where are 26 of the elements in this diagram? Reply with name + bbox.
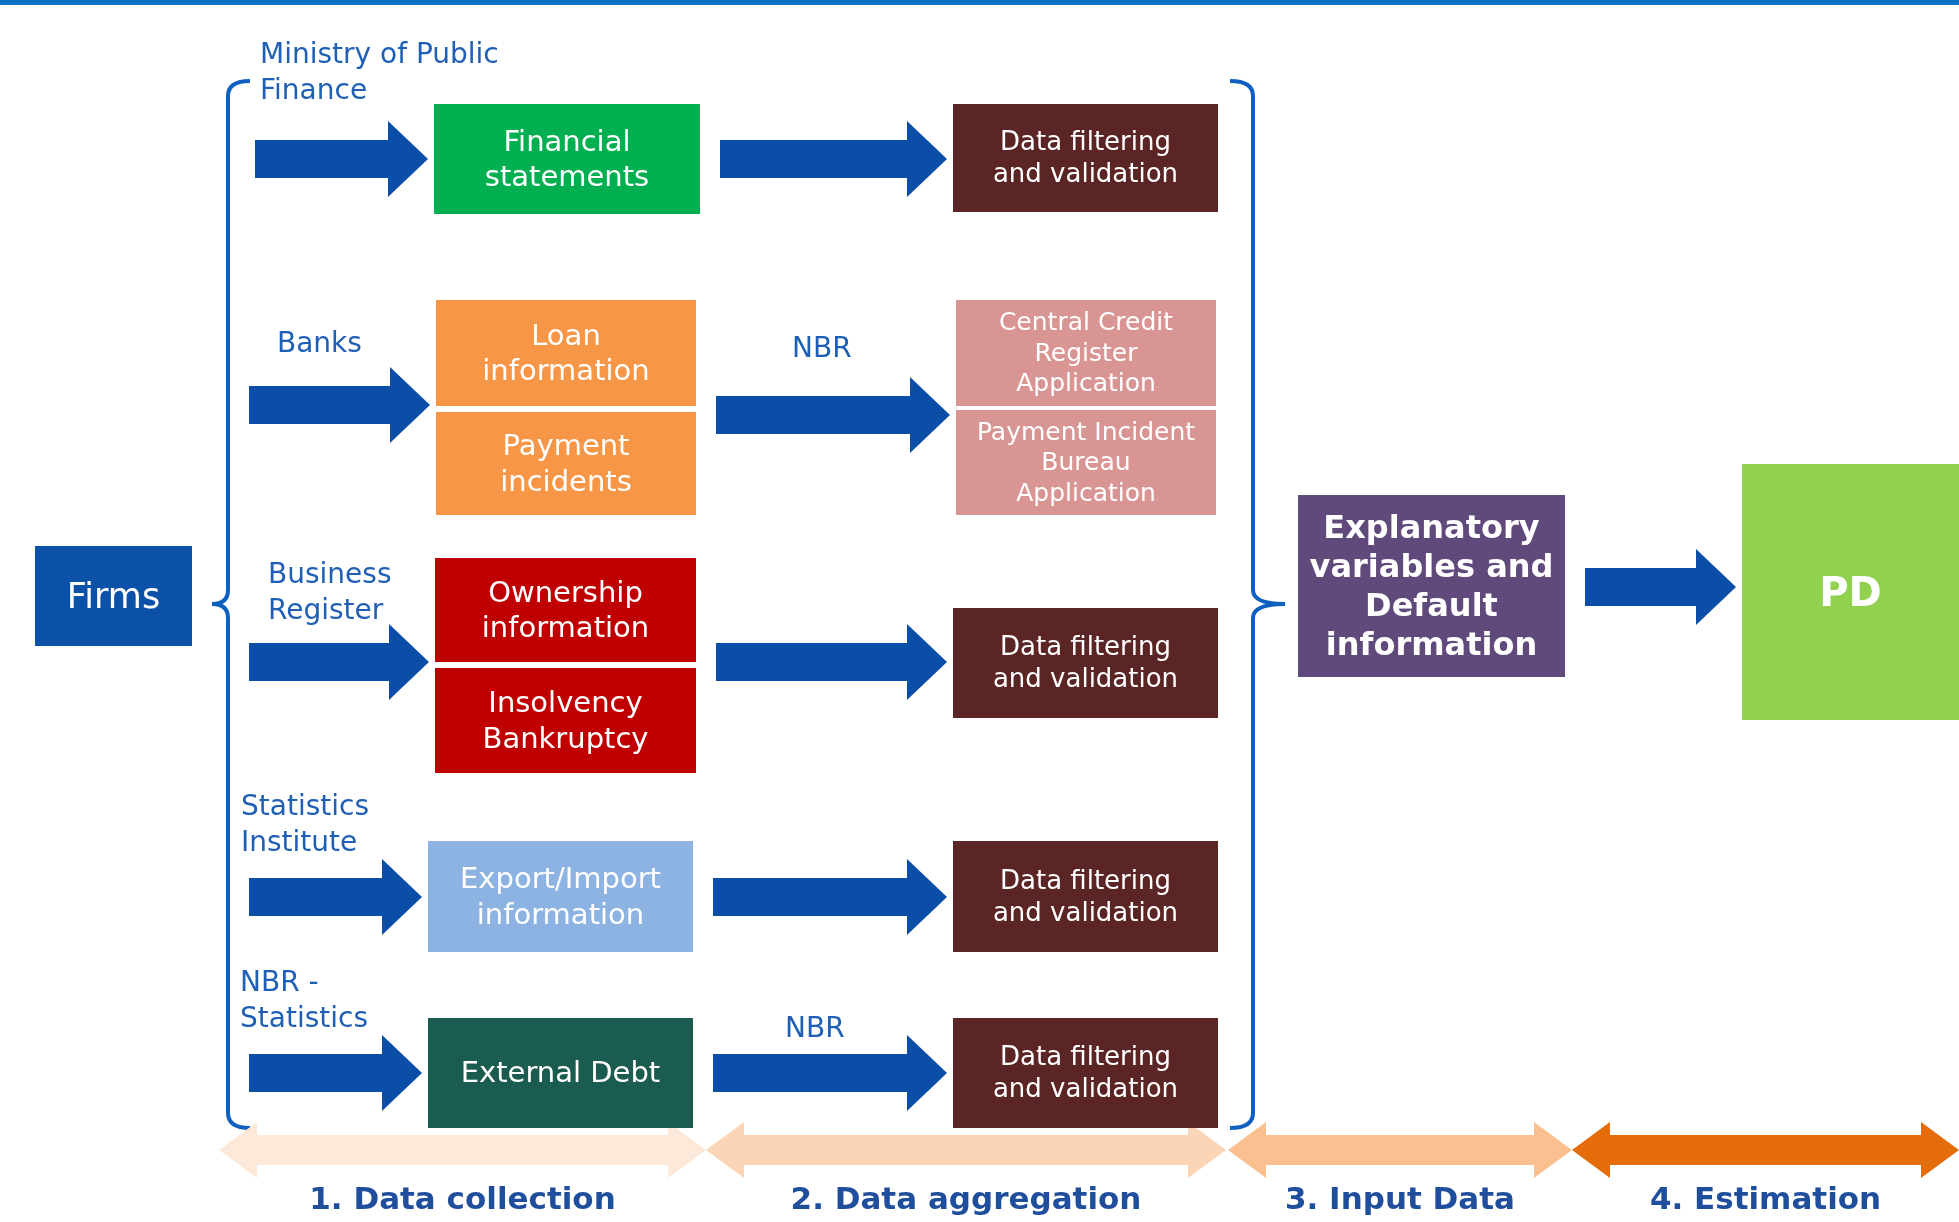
data-box: Export/Import information	[428, 841, 693, 952]
input-data-box: Explanatory variables and Default information	[1298, 495, 1565, 677]
stage-label: 3. Input Data	[1284, 1180, 1516, 1216]
source-label: Business Register	[268, 556, 393, 628]
source-label: Banks	[277, 325, 363, 361]
data-box: Loan information	[436, 300, 696, 406]
process-box: Data filtering and validation	[953, 104, 1218, 212]
source-label: NBR - Statistics	[240, 964, 369, 1036]
data-box: External Debt	[428, 1018, 693, 1128]
process-box: Data filtering and validation	[953, 841, 1218, 952]
stage-label: 2. Data aggregation	[789, 1180, 1143, 1216]
result-box: PD	[1742, 464, 1959, 720]
source-label: Statistics Institute	[241, 788, 370, 860]
stage-label: 1. Data collection	[308, 1180, 617, 1216]
process-box: Data filtering and validation	[953, 608, 1218, 718]
application-box: Payment Incident Bureau Application	[956, 410, 1216, 515]
data-box: Payment incidents	[436, 412, 696, 515]
data-box: Financial statements	[434, 104, 700, 214]
application-box: Central Credit Register Application	[956, 300, 1216, 406]
data-box: Ownership information	[435, 558, 696, 662]
process-box: Data filtering and validation	[953, 1018, 1218, 1128]
source-label: NBR	[792, 330, 853, 366]
stage-label: 4. Estimation	[1648, 1180, 1883, 1216]
data-box: Insolvency Bankruptcy	[435, 668, 696, 773]
entity-box: Firms	[35, 546, 192, 646]
source-label: NBR	[785, 1010, 846, 1046]
